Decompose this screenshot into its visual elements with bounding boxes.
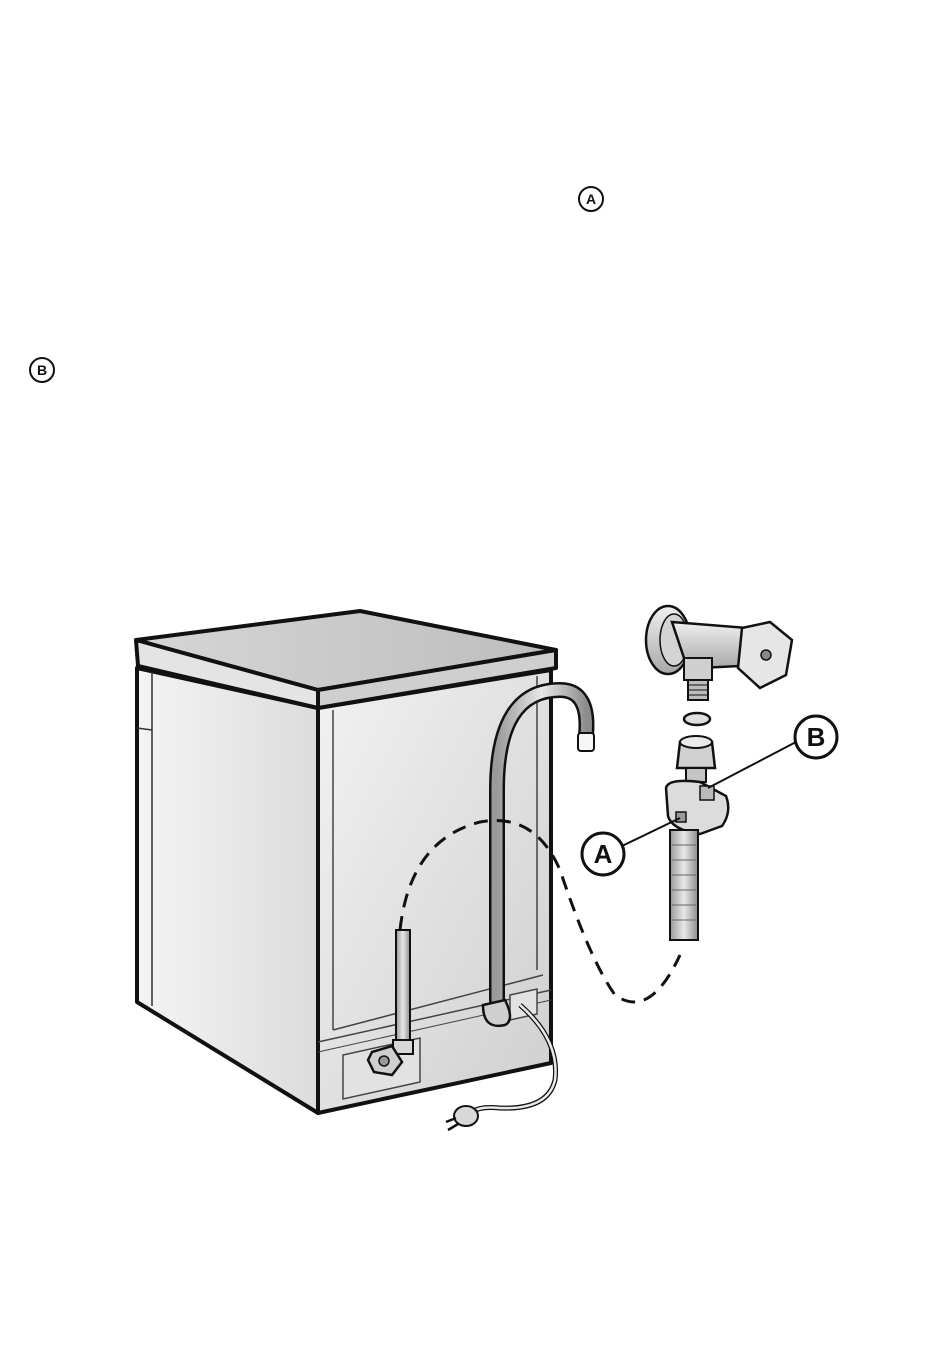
- dishwasher-side-panel: [137, 668, 318, 1113]
- plug-icon: [446, 1106, 478, 1130]
- callout-a: A: [582, 818, 680, 875]
- tap-thread: [688, 680, 708, 700]
- water-tap: [646, 606, 792, 700]
- sealing-washer: [684, 713, 710, 725]
- callout-b-label: B: [807, 722, 826, 752]
- callout-b: B: [708, 716, 837, 788]
- safety-valve-block: [666, 781, 728, 834]
- hose-connector: [666, 736, 728, 940]
- corrugated-hose: [670, 830, 698, 940]
- dishwasher-back-panel: [318, 670, 551, 1113]
- callout-a-label: A: [594, 839, 613, 869]
